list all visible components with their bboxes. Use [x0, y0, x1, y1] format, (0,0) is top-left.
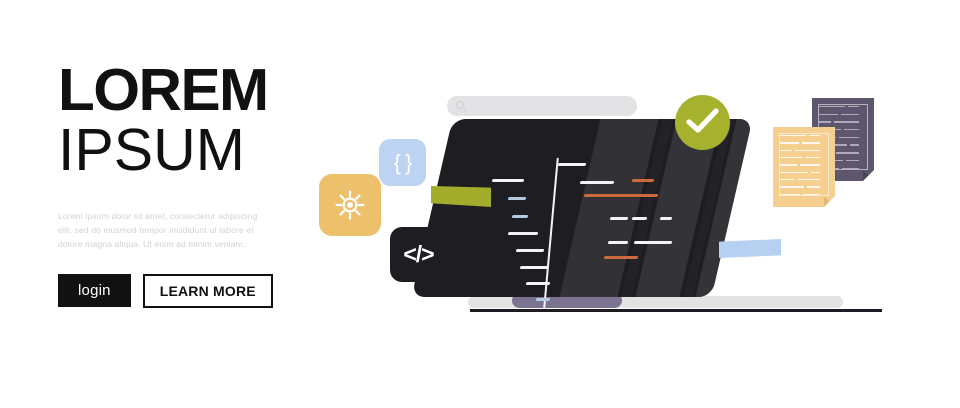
editor-gutter-line [535, 298, 551, 301]
document-table-frame [779, 133, 829, 196]
document-table-row [780, 193, 828, 195]
editor-code-line [557, 163, 587, 166]
editor-gutter-line [507, 197, 527, 200]
page-title-line1: LOREM [58, 57, 269, 123]
editor-gutter-line [511, 215, 529, 218]
editor-code-line [631, 217, 648, 220]
document-table-row [780, 149, 828, 152]
editor-code-line [603, 256, 639, 259]
editor-code-line [607, 241, 629, 244]
text-panel: LOREM IPSUM Lorem ipsum dolor sit amet, … [58, 60, 273, 308]
editor-gutter-line [519, 266, 549, 269]
document-table-row [819, 106, 867, 108]
code-icon: </> [403, 241, 434, 267]
editor-gutter-divider [543, 157, 560, 309]
cta-button-row: login LEARN MORE [58, 273, 273, 308]
document-table [780, 135, 828, 195]
editor-gutter-line [515, 249, 545, 252]
editor-code-line [633, 241, 673, 244]
document-table-row [780, 178, 828, 181]
editor-gutter-line [507, 232, 539, 235]
document-table-row [780, 156, 828, 159]
success-check-badge [675, 95, 730, 150]
check-icon [686, 108, 719, 133]
gear-tile[interactable] [319, 174, 381, 236]
document-table-row [780, 135, 828, 137]
desk-line [470, 309, 882, 312]
editor-gutter-line [525, 282, 551, 285]
gear-icon [335, 190, 365, 220]
editor-code-line [609, 217, 629, 220]
editor-code-line [579, 181, 615, 184]
olive-ribbon-accent [431, 186, 491, 207]
learn-more-button[interactable]: LEARN MORE [142, 273, 273, 308]
document-table-row [780, 186, 828, 188]
editor-gutter-line [491, 179, 525, 182]
braces-icon: { } [393, 149, 413, 175]
document-table-row [780, 164, 828, 166]
document-table-row [780, 171, 828, 173]
login-button[interactable]: login [58, 274, 131, 308]
search-bar[interactable] [447, 96, 637, 116]
document-table-row [780, 142, 828, 144]
blue-ribbon-accent [719, 239, 781, 258]
body-copy: Lorem ipsum dolor sit amet, consectetur … [58, 211, 258, 250]
document-front [773, 127, 835, 207]
page-title-line2: IPSUM [58, 117, 245, 184]
braces-tile[interactable]: { } [379, 139, 426, 186]
search-icon [456, 100, 467, 113]
code-tile[interactable]: </> [390, 227, 447, 282]
document-table-row [819, 113, 867, 116]
editor-code-line [659, 217, 673, 220]
editor-code-line [583, 194, 659, 197]
document-table-row [819, 121, 867, 123]
editor-code-line [631, 179, 655, 182]
